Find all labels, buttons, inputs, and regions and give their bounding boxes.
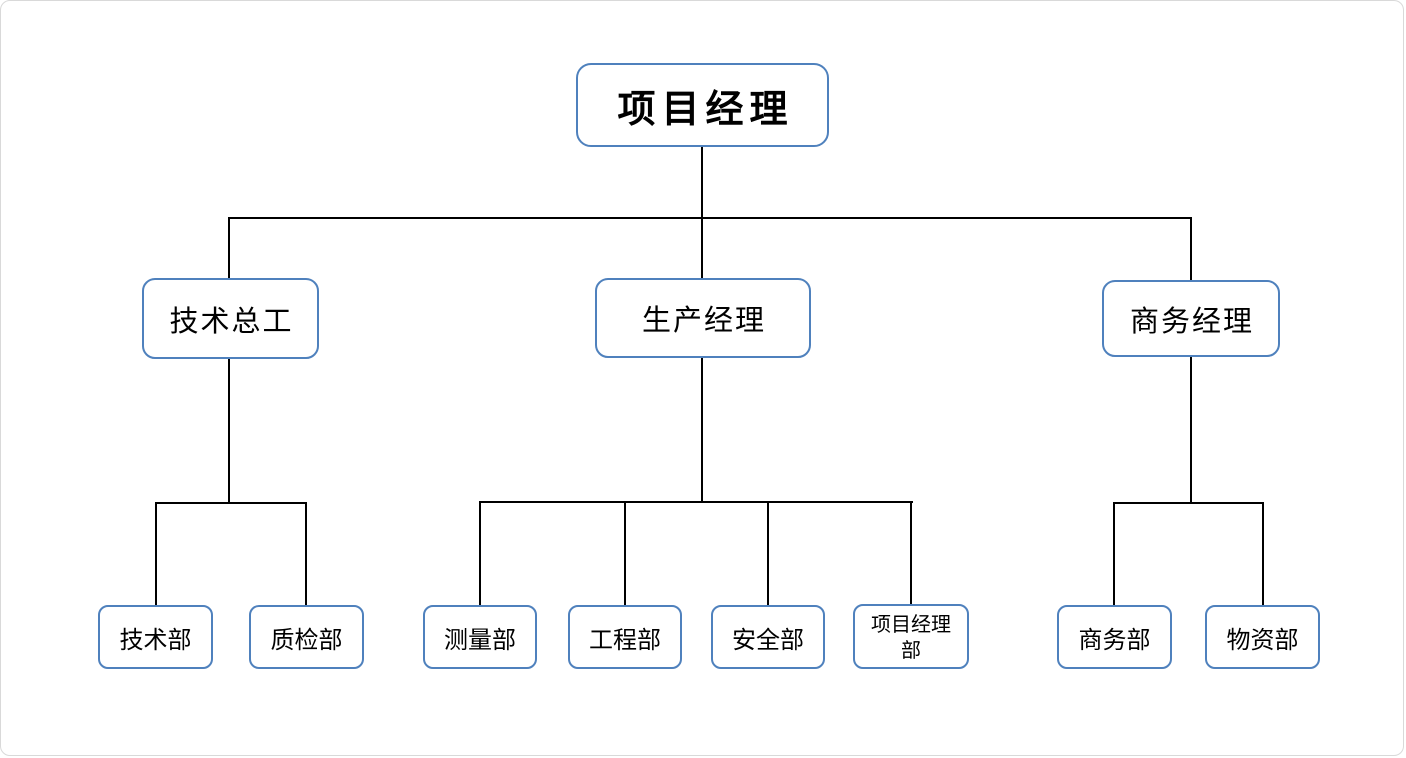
connector-to-survey-dept bbox=[479, 501, 481, 605]
connector-bus-level2 bbox=[228, 217, 1192, 219]
connector-bus-commercial-manager bbox=[1113, 502, 1264, 504]
connector-commercial-manager-down bbox=[1190, 357, 1192, 503]
connector-production-manager-down bbox=[701, 358, 703, 503]
connector-to-quality-dept bbox=[305, 502, 307, 605]
node-survey-dept: 测量部 bbox=[423, 605, 537, 669]
connector-to-production-manager bbox=[701, 217, 703, 279]
connector-to-technology-dept bbox=[155, 502, 157, 605]
node-technology-dept: 技术部 bbox=[98, 605, 213, 669]
node-safety-dept: 安全部 bbox=[711, 605, 825, 669]
node-engineering-dept: 工程部 bbox=[568, 605, 682, 669]
node-production-manager: 生产经理 bbox=[595, 278, 811, 358]
node-chief-engineer: 技术总工 bbox=[142, 278, 319, 359]
node-project-manager-dept: 项目经理部 bbox=[853, 604, 969, 669]
node-materials-dept: 物资部 bbox=[1205, 605, 1320, 669]
connector-to-materials-dept bbox=[1262, 502, 1264, 605]
node-project-manager: 项目经理 bbox=[576, 63, 829, 147]
connector-to-chief-engineer bbox=[228, 217, 230, 279]
connector-chief-engineer-down bbox=[228, 359, 230, 504]
connector-bus-chief-engineer bbox=[155, 502, 307, 504]
node-quality-dept: 质检部 bbox=[249, 605, 364, 669]
connector-to-commerce-dept bbox=[1113, 502, 1115, 605]
connector-to-engineering-dept bbox=[624, 501, 626, 605]
connector-to-commercial-manager bbox=[1190, 217, 1192, 281]
connector-bus-production-manager bbox=[479, 501, 913, 503]
connector-to-safety-dept bbox=[767, 501, 769, 605]
node-commercial-manager: 商务经理 bbox=[1102, 280, 1280, 357]
connector-to-project-manager-dept bbox=[910, 501, 912, 604]
connector-root-down bbox=[701, 147, 703, 219]
node-commerce-dept: 商务部 bbox=[1057, 605, 1172, 669]
